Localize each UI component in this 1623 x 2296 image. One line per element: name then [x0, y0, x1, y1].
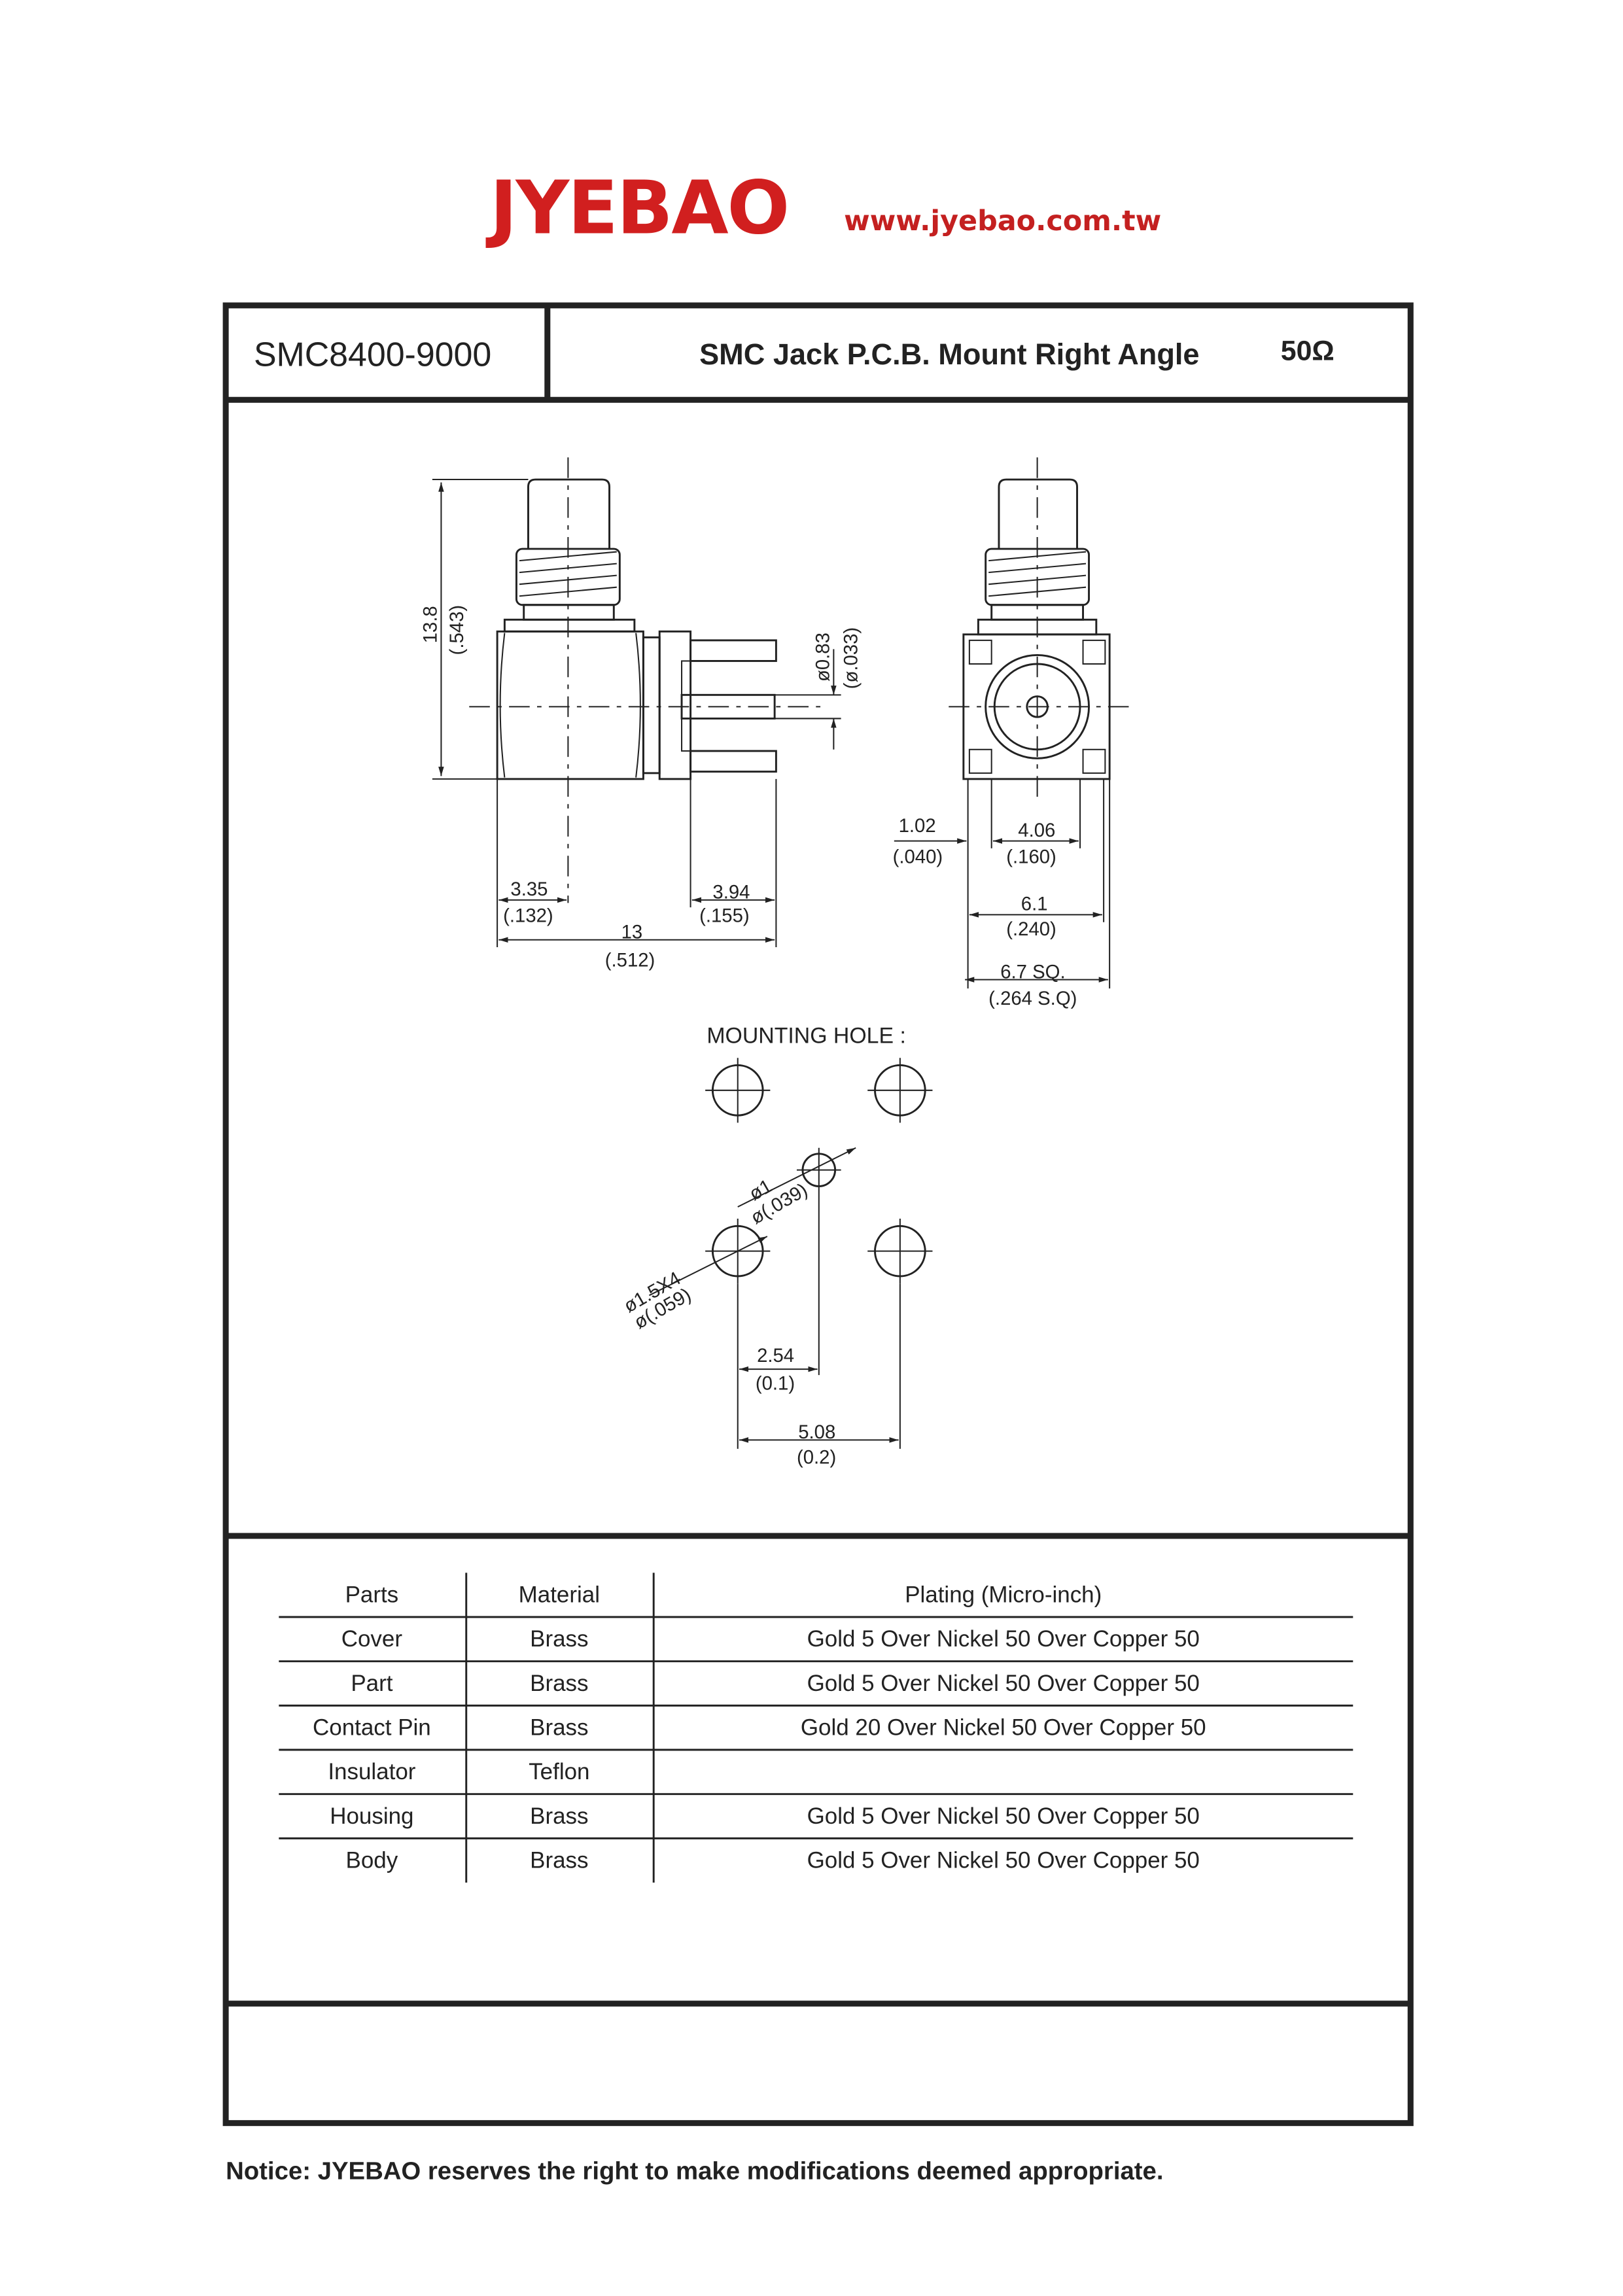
cell-material: Brass [530, 1847, 588, 1873]
cell-plating: Gold 5 Over Nickel 50 Over Copper 50 [807, 1803, 1200, 1829]
dim-c-mm: 6.1 [1021, 894, 1048, 915]
cell-plating: Gold 5 Over Nickel 50 Over Copper 50 [807, 1847, 1200, 1873]
cell-plating: Gold 5 Over Nickel 50 Over Copper 50 [807, 1671, 1200, 1696]
cell-material: Brass [530, 1714, 588, 1740]
dim-pin-dia-mm: ø0.83 [812, 633, 834, 682]
dim-length-mm: 13 [621, 921, 643, 943]
impedance: 50Ω [1281, 335, 1335, 366]
cell-plating: Gold 20 Over Nickel 50 Over Copper 50 [801, 1714, 1206, 1740]
dim-length-in: (.512) [605, 949, 655, 971]
dim-pin-len-in: (.155) [699, 905, 750, 927]
logo-url: www.jyebao.com.tw [844, 205, 1161, 237]
dim-pin-len-mm: 3.94 [712, 882, 750, 903]
table-row: Housing Brass Gold 5 Over Nickel 50 Over C… [330, 1803, 1200, 1829]
table-row: Insulator Teflon [328, 1759, 589, 1784]
dim-offset-mm: 3.35 [510, 878, 548, 900]
dim-b-in: (.160) [1006, 846, 1056, 867]
header-plating: Plating (Micro-inch) [905, 1582, 1102, 1607]
materials-table: Parts Material Plating (Micro-inch) Cove… [279, 1573, 1353, 1883]
cell-material: Brass [530, 1803, 588, 1829]
cell-material: Teflon [529, 1759, 589, 1784]
dim-offset-in: (.132) [503, 905, 553, 927]
cell-material: Brass [530, 1626, 588, 1652]
mounting-hole-title: MOUNTING HOLE : [707, 1024, 905, 1049]
dim-b-mm: 4.06 [1018, 820, 1055, 841]
cell-part: Housing [330, 1803, 413, 1829]
dim-pitch1-in: (0.1) [756, 1373, 795, 1395]
table-header: Parts Material Plating (Micro-inch) [345, 1582, 1102, 1607]
dim-a-mm: 1.02 [899, 815, 936, 837]
side-view-drawing: 13.8 (.543) ø0.83 (ø.033) 3.35 (.132) 3.… [420, 457, 862, 971]
cell-part: Contact Pin [313, 1714, 431, 1740]
part-number: SMC8400-9000 [254, 335, 491, 373]
jyebao-logo: JYEBAO www.jyebao.com.tw [485, 164, 1161, 251]
outer-frame [222, 302, 1414, 2127]
table-row: Body Brass Gold 5 Over Nickel 50 Over Copp… [346, 1847, 1200, 1873]
dim-pin-dia-in: (ø.033) [840, 627, 862, 689]
table-row: Part Brass Gold 5 Over Nickel 50 Over Copp… [351, 1671, 1200, 1696]
dim-pitch1-mm: 2.54 [757, 1345, 794, 1366]
dim-d-in: (.264 S.Q) [988, 988, 1077, 1009]
product-title: SMC Jack P.C.B. Mount Right Angle [699, 338, 1199, 371]
dim-height-mm: 13.8 [420, 606, 442, 643]
cell-part: Insulator [328, 1759, 415, 1784]
dim-d-mm: 6.7 SQ. [1000, 961, 1065, 983]
header-parts: Parts [345, 1582, 399, 1607]
dim-pitch2-mm: 5.08 [798, 1421, 835, 1443]
dim-a-in: (.040) [893, 846, 943, 867]
cell-part: Part [351, 1671, 393, 1696]
front-view-drawing: 1.02 (.040) 4.06 (.160) 6.1 (.240) 6.7 S… [893, 457, 1129, 1009]
cell-plating: Gold 5 Over Nickel 50 Over Copper 50 [807, 1626, 1200, 1652]
dim-pitch2-in: (0.2) [797, 1446, 836, 1468]
table-row: Contact Pin Brass Gold 20 Over Nickel 50 O… [313, 1714, 1206, 1740]
table-row: Cover Brass Gold 5 Over Nickel 50 Over Cop… [341, 1626, 1200, 1652]
logo-brand: JYEBAO [485, 164, 788, 251]
header-material: Material [519, 1582, 600, 1607]
mounting-hole-drawing: MOUNTING HOLE : ø1 ø(.039) ø1.5X4 ø(.059… [620, 1024, 933, 1468]
cell-part: Body [346, 1847, 398, 1873]
dim-height-in: (.543) [446, 605, 468, 655]
dim-c-in: (.240) [1006, 918, 1056, 940]
cell-part: Cover [341, 1626, 403, 1652]
notice-text: Notice: JYEBAO reserves the right to mak… [226, 2157, 1163, 2185]
cell-material: Brass [530, 1671, 588, 1696]
